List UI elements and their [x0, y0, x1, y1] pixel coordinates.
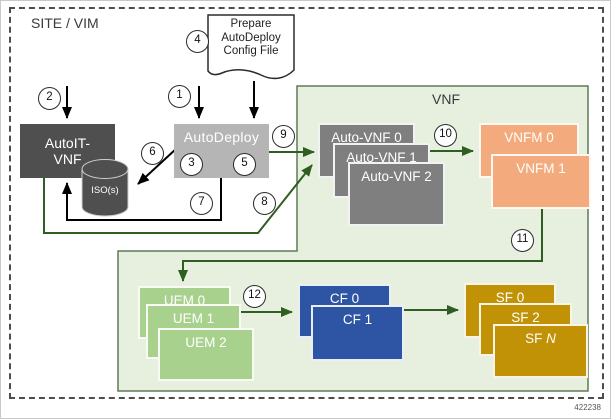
step-circle-1: 1: [168, 85, 191, 108]
step-circle-3: 3: [180, 153, 203, 176]
auto-vnf-2-label: Auto-VNF 2: [361, 169, 432, 184]
step-circle-10: 10: [434, 124, 457, 147]
autodeploy-label: AutoDeploy: [183, 129, 260, 145]
cf-1-node: CF 1: [311, 305, 404, 361]
config-file-document-shape: [207, 14, 295, 80]
auto-vnf-0-label: Auto-VNF 0: [331, 130, 402, 145]
autoit-label-line1: AutoIT-: [44, 135, 91, 151]
site-vim-label: SITE / VIM: [31, 15, 99, 31]
sf-0-label: SF 0: [495, 290, 525, 305]
vnf-region-label: VNF: [432, 91, 460, 107]
step-circle-4: 4: [186, 30, 209, 53]
site-vim-boundary: [9, 7, 604, 399]
arrow-step6-autodeploy-to-iso: [137, 147, 178, 185]
auto-vnf-1-label: Auto-VNF 1: [346, 150, 417, 165]
step-circle-2: 2: [38, 87, 61, 110]
step-circle-11: 11: [511, 229, 534, 252]
step-circle-5: 5: [233, 153, 256, 176]
uem-2-node: UEM 2: [158, 328, 254, 381]
vnfm-1-label: VNFM 1: [516, 161, 566, 176]
figure-number: 422238: [574, 403, 601, 412]
vnfm-1-node: VNFM 1: [491, 154, 591, 209]
cf-0-label: CF 0: [329, 291, 360, 306]
step-circle-7: 7: [190, 192, 213, 215]
config-file-document-text: Prepare AutoDeploy Config File: [208, 18, 294, 59]
arrow-step8-autoit-to-autovnf: [43, 164, 313, 234]
sf-n-label-variable: N: [546, 331, 556, 346]
cf-1-label: CF 1: [342, 312, 373, 327]
doc-line: Prepare: [230, 18, 272, 30]
sf-n-label-prefix: SF: [525, 331, 547, 346]
step-circle-9: 9: [272, 125, 295, 148]
arrow-step11-vnfm-to-uem: [178, 209, 543, 282]
auto-vnf-2-node: Auto-VNF 2: [348, 162, 445, 226]
step-circle-6: 6: [141, 142, 164, 165]
iso-label: ISO(s): [91, 185, 119, 196]
uem-1-label: UEM 1: [172, 311, 215, 326]
sf-n-label: SF N: [495, 326, 586, 346]
step-circle-12: 12: [243, 285, 266, 308]
doc-line: Config File: [223, 45, 279, 57]
doc-line: AutoDeploy: [221, 31, 281, 44]
vnfm-0-label: VNFM 0: [504, 130, 554, 145]
step-circle-8: 8: [253, 192, 276, 215]
uem-2-label: UEM 2: [185, 335, 227, 350]
autoit-label-line2: VNF: [53, 151, 82, 167]
arrow-step7-autodeploy-to-autoit: [62, 178, 222, 221]
sf-n-node: SF N: [493, 324, 588, 378]
sf-2-label: SF 2: [511, 310, 540, 325]
